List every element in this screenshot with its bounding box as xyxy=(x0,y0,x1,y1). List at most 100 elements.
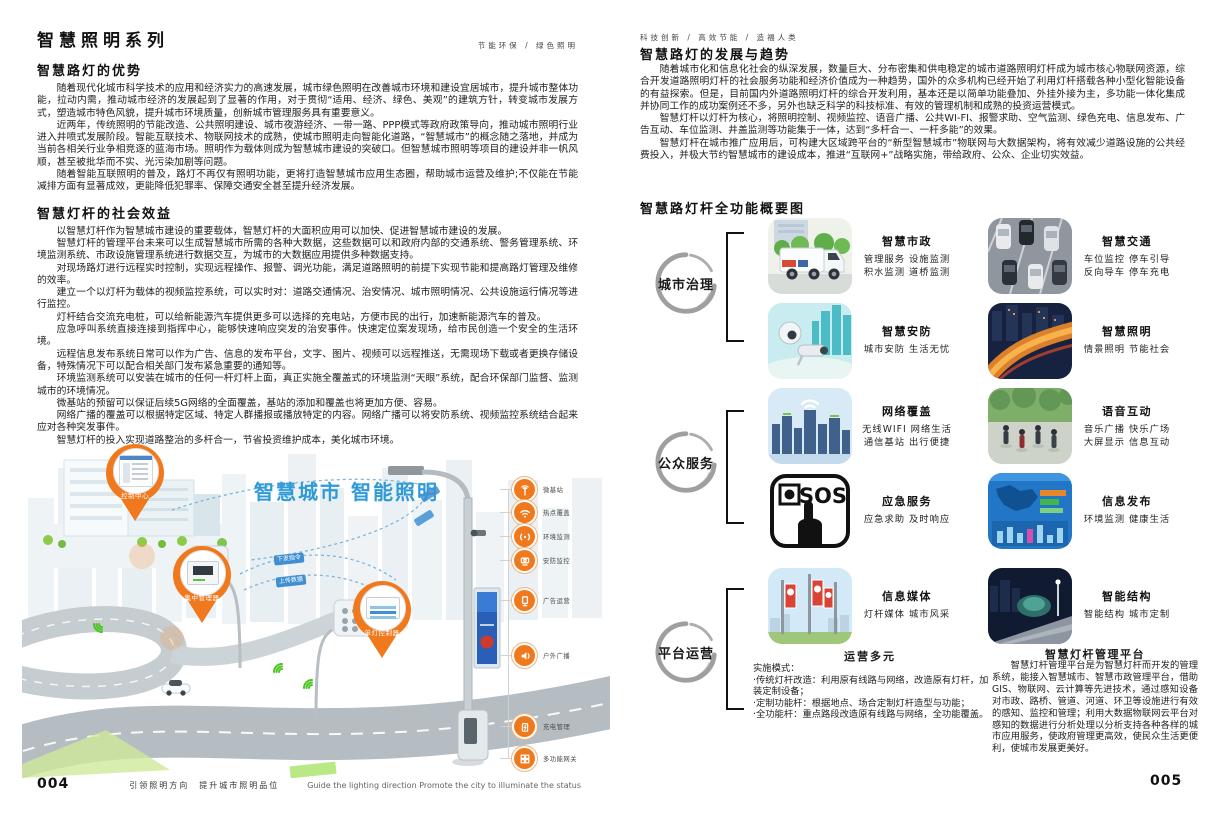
pole-banner-image xyxy=(768,568,852,644)
concentrator-device xyxy=(180,550,226,596)
body-paragraph: 智慧灯杆的管理平台未来可以生成智慧城市所需的各种大数据，这些数据可以和政府内部的… xyxy=(37,237,578,262)
legend-item: 环境监测 xyxy=(500,526,570,547)
night-promenade-image xyxy=(988,568,1072,644)
map-pin-control-center: 控制中心 xyxy=(106,444,164,521)
smart-city-illustration: 智慧城市 智能照明 控制中心 集中管理器 xyxy=(22,428,610,778)
group-label: 公众服务 xyxy=(657,456,714,472)
feature-media: 信息媒体 灯杆媒体 城市风采 xyxy=(768,568,958,644)
legend-item: 多功能网关 xyxy=(500,748,577,769)
legend-item: 广告运营 xyxy=(500,590,570,611)
body-paragraph: 远程信息发布系统日常可以作为广告、信息的发布平台，文字、图片、视频可以远程推送，… xyxy=(37,348,578,372)
cctv-camera xyxy=(470,529,486,537)
body-paragraph: 网络广播的覆盖可以根据特定区域、特定人群播报或播放特定的内容。网络广播可以将安防… xyxy=(37,410,578,434)
platform-text: 智慧灯杆管理平台是为智慧灯杆而开发的管理系统，能接入智慧城市、智慧市政管理平台，… xyxy=(992,660,1198,755)
ink-circle-icon xyxy=(655,621,717,683)
pin-head: 单灯控制器 xyxy=(353,581,411,639)
night-highway-image xyxy=(988,303,1072,379)
page-number-right: 005 xyxy=(1150,773,1183,789)
dashboard-image xyxy=(988,473,1072,549)
trees xyxy=(43,535,227,548)
ad-operation-icon xyxy=(514,590,535,611)
group-bracket xyxy=(726,588,744,710)
operation-title: 运营多元 xyxy=(844,650,896,663)
group-platform-operation: 平台运营 xyxy=(653,619,719,685)
sos-icon: SOS xyxy=(768,473,852,549)
body-paragraph: 随着城市化和信息化社会的纵深发展，数量巨大、分布密集和供电稳定的城市道路照明灯杆… xyxy=(640,64,1185,112)
platform-title: 智慧灯杆管理平台 xyxy=(1045,648,1145,661)
map-pin-lamp-controller: 单灯控制器 xyxy=(353,581,411,658)
feature-security: 智慧安防 城市安防 生活无忧 xyxy=(768,303,958,379)
operation-text: 实施模式： ·传统灯杆改造：利用原有线路与网络，改造原有灯杆，加装定制设备； ·… xyxy=(753,663,990,721)
left-header-tags: 节能环保 / 绿色照明 xyxy=(477,41,578,50)
feature-network: 网络覆盖 无线WIFI 网络生活 通信基站 出行便捷 xyxy=(768,388,958,464)
body-paragraph: 灯杆结合交流充电桩，可以给新能源汽车提供更多可以选择的充电站，方便市民的出行，加… xyxy=(56,311,547,323)
legend-connector-line xyxy=(508,490,509,759)
security-camera-icon xyxy=(514,550,535,571)
municipal-truck-image xyxy=(768,218,852,294)
broadcast-icon xyxy=(514,645,535,666)
lamp-controller-device xyxy=(360,585,406,631)
legend-item: 热点覆盖 xyxy=(500,502,570,523)
body-paragraph: 建立一个以灯杆为载体的视频监控系统，可以实时对：道路交通情况、治安情况、城市照明… xyxy=(37,287,578,311)
legend-item: 微基站 xyxy=(500,479,563,500)
ink-circle-icon xyxy=(655,252,717,314)
group-bracket xyxy=(726,232,744,342)
left-text-column: 智慧照明系列 节能环保 / 绿色照明 智慧路灯的优势 随着现代化城市科学技术的应… xyxy=(37,26,578,447)
section-heading-overview: 智慧路灯杆全功能概要图 xyxy=(640,202,806,217)
legend-item: 户外广播 xyxy=(500,645,570,666)
wifi-skyline-image xyxy=(768,388,852,464)
feature-structure: 智能结构 智能结构 城市定制 xyxy=(988,568,1178,644)
body-paragraph: 随着现代化城市科学技术的应用和经济实力的高速发展，城市绿色照明在改善城市环境和建… xyxy=(37,83,578,119)
body-paragraph: 随着智能互联照明的普及，路灯不再仅有照明功能，更将打造智慧城市应用生态圈，帮助城… xyxy=(37,169,578,193)
body-paragraph: 近两年，传统照明的节能改造、公共照明建设、城市夜游经济、一带一路、PPP模式等政… xyxy=(37,119,578,168)
group-public-service: 公众服务 xyxy=(653,429,719,495)
wifi-hotspot-icon xyxy=(514,502,535,523)
page-title: 智慧照明系列 xyxy=(37,31,169,51)
pin-label: 控制中心 xyxy=(121,492,149,500)
function-overview-diagram: 城市治理 公众服务 平台运营 xyxy=(640,0,1207,825)
ad-screen xyxy=(473,587,501,669)
body-paragraph: 环境监测系统可以安装在城市的任何一杆灯杆上面，真正实施全覆盖式的环境监测“天眼”… xyxy=(37,373,578,397)
legend-item: 充电管理 xyxy=(500,716,570,737)
ink-circle-icon xyxy=(655,431,717,493)
pin-head: 集中管理器 xyxy=(173,546,231,604)
feature-municipal: 智慧市政 管理服务 设施监测 积水监测 道桥监测 xyxy=(768,218,958,294)
body-paragraph: 应急呼叫系统直接连接到指挥中心，能够快速响应突发的治安事件。快速定位案发现场，给… xyxy=(37,324,578,348)
traffic-parking-image xyxy=(988,218,1072,294)
control-center-screenshot xyxy=(113,448,159,494)
section-heading-benefit: 智慧灯杆的社会效益 xyxy=(37,206,173,222)
section-heading-trend: 智慧路灯的发展与趋势 xyxy=(640,48,791,63)
env-monitor-icon xyxy=(514,526,535,547)
body-paragraph: 智慧灯杆以灯杆为核心，将照明控制、视频监控、语音广播、公共WI-FI、报警求助、… xyxy=(640,113,1185,137)
operation-line: ·定制功能杆：根据地点、场合定制灯杆造型与功能； xyxy=(753,697,970,709)
body-paragraph: 微基站的预留可以保证后续5G网络的全面覆盖，基站的添加和覆盖也将更加方便、容易。 xyxy=(56,397,443,409)
charging-box xyxy=(457,709,489,761)
feature-voice: 语音互动 音乐广播 快乐广场 大屏显示 信息互动 xyxy=(988,388,1178,464)
pin-label: 集中管理器 xyxy=(184,594,220,602)
footer-slogan-cn: 引领照明方向 提升城市照明品位 xyxy=(129,781,280,790)
feature-emergency: SOS 应急服务 应急求助 及时响应 xyxy=(768,473,958,549)
right-header-tags: 科技创新 / 高效节能 / 造福人类 xyxy=(640,33,799,42)
right-text-column: 随着城市化和信息化社会的纵深发展，数量巨大、分布密集和供电稳定的城市道路照明灯杆… xyxy=(640,64,1185,162)
page-number-left: 004 xyxy=(37,776,70,792)
body-paragraph: 智慧灯杆的投入实现道路整治的多杆合一，节省投资维护成本，美化城市环境。 xyxy=(56,434,400,446)
map-pin-concentrator: 集中管理器 xyxy=(173,546,231,623)
body-paragraph: 智慧灯杆在城市推广应用后，可构建大区域跨平台的“新型智慧城市”物联网与大数据架构… xyxy=(640,137,1185,162)
group-label: 平台运营 xyxy=(657,646,714,662)
feature-traffic: 智慧交通 车位监控 停车引导 反向导车 停车充电 xyxy=(988,218,1178,294)
gateway-icon xyxy=(514,748,535,769)
street-lamp xyxy=(388,466,501,766)
group-bracket xyxy=(726,410,744,524)
operation-line: ·全功能杆：重点路段改造原有线路与网络，全功能覆盖。 xyxy=(753,709,989,721)
body-paragraph: 对现场路灯进行远程实时控制，实现远程操作、报警、调光功能，满足道路照明的前提下实… xyxy=(37,262,578,286)
plaza-people-image xyxy=(988,388,1072,464)
pin-head: 控制中心 xyxy=(106,444,164,502)
group-label: 城市治理 xyxy=(657,277,714,293)
operation-line: ·传统灯杆改造：利用原有线路与网络，改造原有灯杆，加装定制设备； xyxy=(753,674,989,698)
pin-label: 单灯控制器 xyxy=(364,629,400,637)
security-camera-image xyxy=(768,303,852,379)
illustration-title: 智慧城市 智能照明 xyxy=(254,480,439,504)
operation-line: 实施模式： xyxy=(753,663,800,674)
feature-info-publish: 信息发布 环境监测 健康生活 xyxy=(988,473,1178,549)
